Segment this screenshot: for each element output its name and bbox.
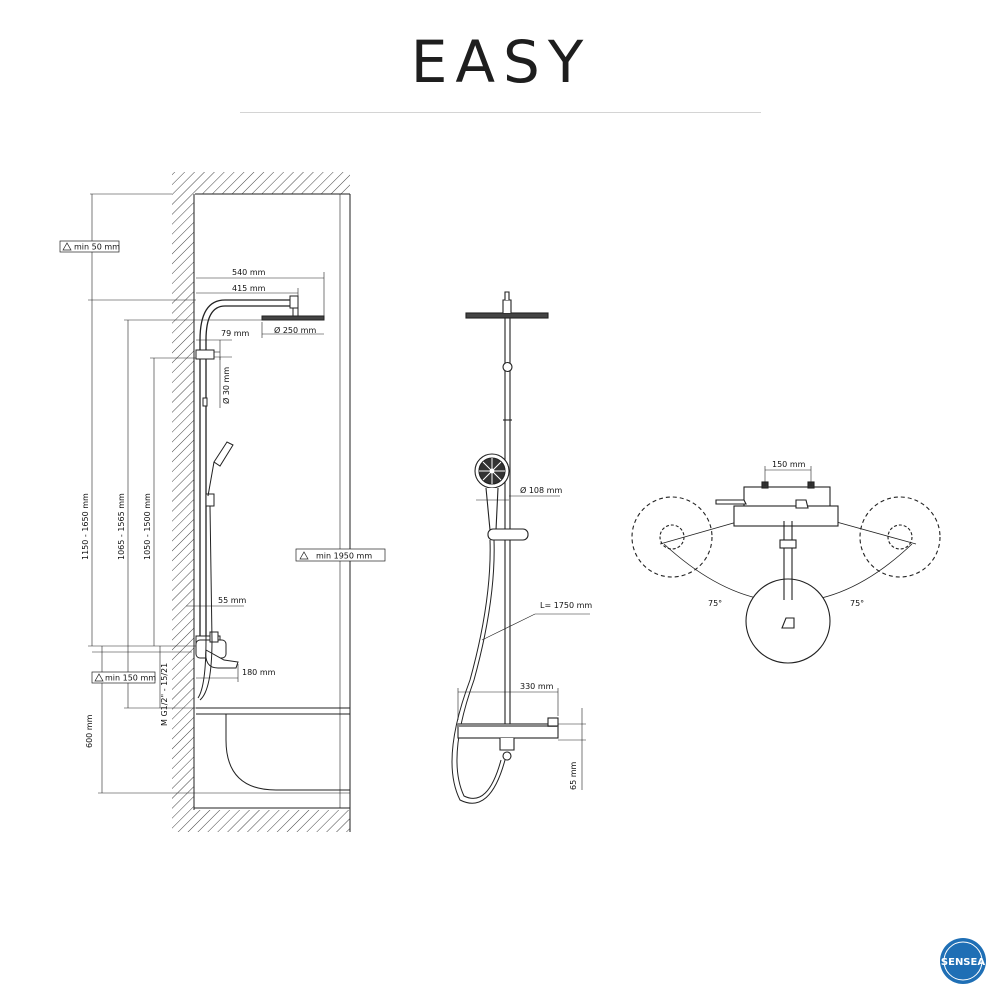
top-dimensions — [764, 466, 812, 486]
front-labels: Ø 108 mm L= 1750 mm 330 mm 65 mm — [520, 485, 592, 790]
warn-min-150-text: min 150 mm — [105, 674, 156, 683]
slide-holder — [487, 528, 529, 541]
side-view — [90, 172, 351, 832]
hose-side — [197, 505, 213, 701]
dim-250: Ø 250 mm — [274, 325, 316, 335]
dim-1050-1500: 1050 - 1500 mm — [143, 493, 152, 560]
warn-min-1950-text: min 1950 mm — [316, 552, 372, 561]
side-dimensions — [88, 194, 341, 808]
warn-min-150: min 150 mm — [91, 671, 156, 684]
shower-head-side — [261, 315, 325, 321]
dim-150: 150 mm — [772, 460, 806, 469]
warn-min-50-text: min 50 mm — [74, 243, 120, 252]
warn-min-50: min 50 mm — [59, 240, 120, 253]
dim-330: 330 mm — [520, 682, 554, 691]
shower-column — [199, 340, 207, 646]
dim-connection: M G1/2" - 15/21 — [160, 663, 169, 726]
rotation-circle-left — [631, 496, 713, 578]
bathtub — [196, 707, 350, 791]
shower-arm — [199, 299, 292, 341]
ceiling-hatch — [172, 172, 350, 194]
shower-head-front — [465, 312, 549, 319]
front-view — [451, 291, 559, 804]
angle-right: 75° — [850, 599, 864, 608]
diverter-knob — [502, 361, 513, 373]
dim-30: Ø 30 mm — [221, 367, 231, 404]
page-title: EASY — [410, 28, 592, 96]
hose-front — [451, 539, 506, 804]
logo-text: SENSEA — [941, 957, 985, 968]
dim-108: Ø 108 mm — [520, 485, 562, 495]
dim-1150-1650: 1150 - 1650 mm — [81, 493, 90, 560]
hand-shower-side — [213, 441, 234, 467]
top-labels: 150 mm 75° 75° — [708, 460, 864, 608]
top-view — [631, 481, 941, 664]
dim-55: 55 mm — [218, 596, 247, 605]
wall-hatch — [172, 194, 194, 810]
dim-540: 540 mm — [232, 268, 266, 277]
dim-180: 180 mm — [242, 668, 276, 677]
angle-left: 75° — [708, 599, 722, 608]
dim-1750: L= 1750 mm — [540, 601, 592, 610]
warn-min-1950: min 1950 mm — [295, 548, 386, 562]
dim-415: 415 mm — [232, 284, 266, 293]
floor-hatch — [172, 810, 350, 832]
sensea-logo-icon: SENSEA — [940, 938, 986, 984]
dim-79: 79 mm — [221, 329, 250, 338]
dim-600: 600 mm — [85, 714, 94, 748]
dim-1065-1565: 1065 - 1565 mm — [117, 493, 126, 560]
side-labels: min 50 mm 540 mm 415 mm Ø 250 mm 79 mm Ø… — [59, 240, 386, 748]
rotation-circle-right — [859, 496, 941, 578]
dim-65: 65 mm — [569, 761, 578, 790]
front-dimensions — [457, 495, 590, 790]
title-divider — [240, 112, 761, 113]
